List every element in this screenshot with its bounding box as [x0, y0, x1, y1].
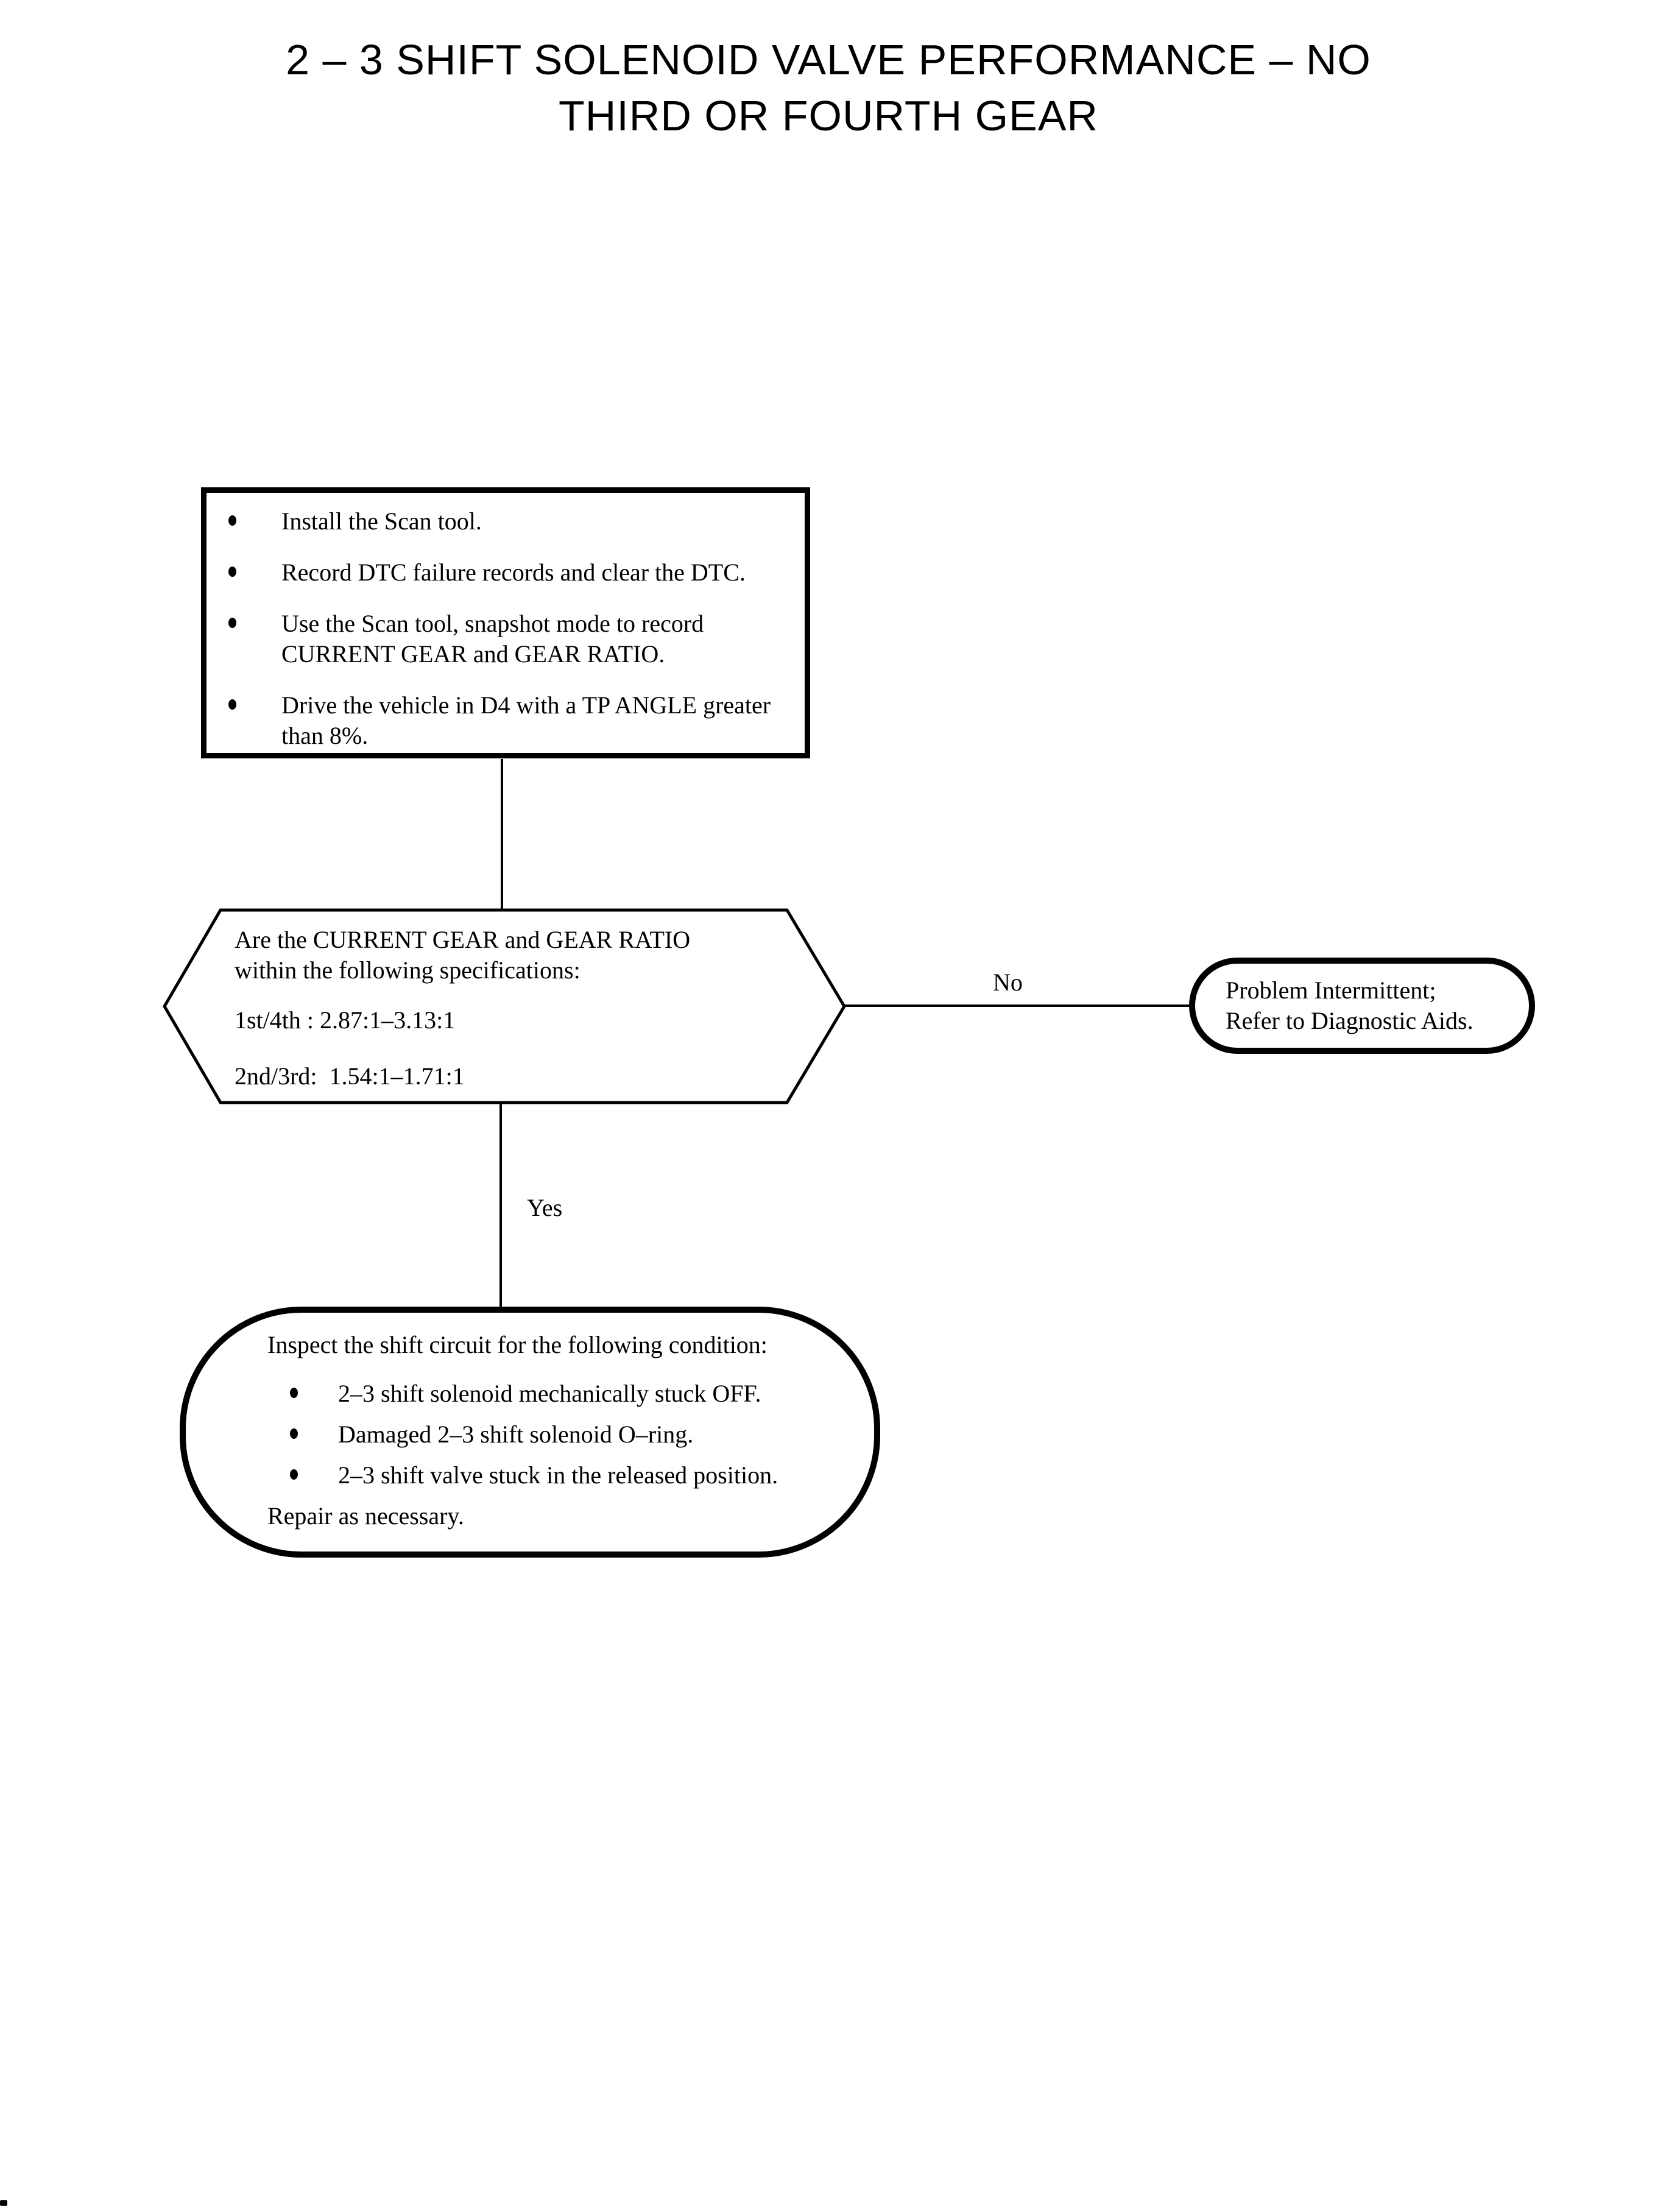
action-item-text: 2–3 shift valve stuck in the released po… — [338, 1461, 778, 1489]
action-footer: Repair as necessary. — [267, 1502, 464, 1530]
decision-question: Are the CURRENT GEAR and GEAR RATIO with… — [235, 925, 690, 986]
step-item: Install the Scan tool. — [228, 506, 797, 537]
yes-branch-label: Yes — [527, 1194, 563, 1221]
decision-spec-2nd-3rd: 2nd/3rd: 1.54:1–1.71:1 — [235, 1062, 465, 1090]
bullet-icon — [290, 1388, 298, 1398]
problem-intermittent-terminal: Problem Intermittent; Refer to Diagnosti… — [1189, 958, 1535, 1054]
no-branch-label: No — [993, 969, 1023, 996]
page-title: 2 – 3 SHIFT SOLENOID VALVE PERFORMANCE –… — [0, 32, 1657, 144]
action-item-text: Damaged 2–3 shift solenoid O–ring. — [338, 1421, 694, 1448]
bullet-icon — [290, 1428, 298, 1439]
action-item: Damaged 2–3 shift solenoid O–ring. — [267, 1419, 850, 1450]
step-item-text: Use the Scan tool, snapshot mode to reco… — [281, 610, 704, 668]
page-title-line1: 2 – 3 SHIFT SOLENOID VALVE PERFORMANCE –… — [286, 36, 1371, 83]
page-title-line2: THIRD OR FOURTH GEAR — [559, 92, 1098, 139]
bullet-icon — [228, 567, 236, 577]
action-bullet-list: 2–3 shift solenoid mechanically stuck OF… — [267, 1379, 850, 1491]
terminal-text-line1: Problem Intermittent; — [1226, 976, 1436, 1004]
bullet-icon — [228, 618, 236, 628]
decision-question-line1: Are the CURRENT GEAR and GEAR RATIO — [235, 926, 691, 953]
action-heading: Inspect the shift circuit for the follow… — [267, 1331, 768, 1358]
step-item-text: Drive the vehicle in D4 with a TP ANGLE … — [281, 691, 771, 749]
bullet-icon — [290, 1469, 298, 1480]
step-item-text: Record DTC failure records and clear the… — [281, 559, 746, 586]
scan-artifact-mark — [0, 2200, 7, 2206]
action-item: 2–3 shift solenoid mechanically stuck OF… — [267, 1379, 850, 1409]
decision-question-line2: within the following specifications: — [235, 956, 581, 984]
step-item: Use the Scan tool, snapshot mode to reco… — [228, 609, 797, 669]
inspect-shift-circuit-action: Inspect the shift circuit for the follow… — [180, 1307, 880, 1558]
bullet-icon — [228, 515, 236, 526]
decision-spec-1st-4th: 1st/4th : 2.87:1–3.13:1 — [235, 1006, 456, 1034]
terminal-text-line2: Refer to Diagnostic Aids. — [1226, 1007, 1474, 1034]
step-item: Record DTC failure records and clear the… — [228, 557, 797, 588]
step-item: Drive the vehicle in D4 with a TP ANGLE … — [228, 690, 797, 751]
scan-tool-steps-box: Install the Scan tool. Record DTC failur… — [201, 487, 810, 758]
action-item: 2–3 shift valve stuck in the released po… — [267, 1460, 850, 1491]
bullet-icon — [228, 699, 236, 710]
action-item-text: 2–3 shift solenoid mechanically stuck OF… — [338, 1380, 761, 1407]
step-item-text: Install the Scan tool. — [281, 507, 482, 535]
